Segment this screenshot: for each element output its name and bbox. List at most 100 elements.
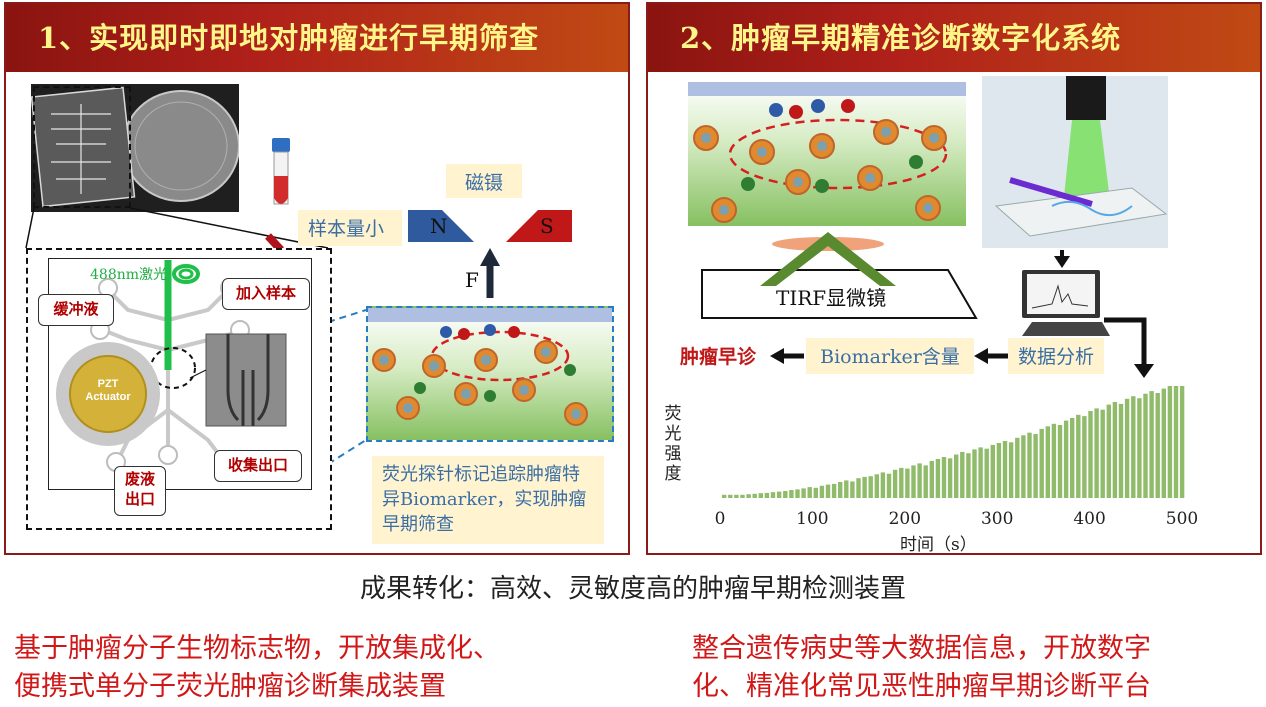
chart-bar	[789, 490, 794, 498]
pzt-line2: Actuator	[85, 391, 131, 403]
buffer-callout: 缓冲液	[38, 294, 114, 326]
x-tick-label: 100	[796, 509, 828, 529]
chart-bar	[746, 494, 751, 498]
chart-bar	[1063, 420, 1069, 498]
waste-line1: 废液	[124, 470, 155, 488]
chart-bar	[947, 458, 953, 498]
chart-bar	[1070, 418, 1075, 498]
chart-bar	[1112, 402, 1118, 498]
panel-early-screening: 1、实现即时即地对肿瘤进行早期筛查	[4, 2, 630, 555]
biomarker-content-label: Biomarker含量	[806, 338, 974, 374]
chart-bar	[990, 444, 995, 498]
chart-bar	[972, 449, 977, 498]
chart-bar	[1057, 425, 1063, 498]
waste-outlet-callout: 废液 出口	[114, 466, 166, 516]
chart-bar	[1045, 426, 1050, 498]
x-tick-label: 200	[889, 509, 921, 529]
chart-bar	[941, 457, 947, 498]
chart-bar	[850, 481, 855, 498]
panel2-title: 2、肿瘤早期精准诊断数字化系统	[648, 4, 1260, 72]
chart-bar	[831, 483, 837, 498]
chart-ylabel: 荧光强度	[664, 404, 682, 484]
chart-bar	[886, 473, 892, 498]
chart-bar	[978, 447, 983, 498]
magnet-poles	[408, 210, 572, 298]
pole-s: S	[540, 214, 554, 238]
x-tick-label: 300	[981, 509, 1013, 529]
chart-bar	[911, 465, 916, 498]
chart-bar	[1118, 403, 1124, 498]
chart-bar	[899, 467, 904, 498]
footer-left-line2: 便携式单分子荧光肿瘤诊断集成装置	[14, 671, 446, 702]
test-tube-icon	[272, 138, 290, 205]
chart-bar	[1173, 386, 1179, 498]
chart-bar	[929, 460, 934, 498]
chart-bar	[838, 482, 843, 498]
footer-left-line1: 基于肿瘤分子生物标志物，开放集成化、	[14, 633, 500, 664]
early-diagnosis-label: 肿瘤早诊	[666, 338, 770, 374]
panel1-title: 1、实现即时即地对肿瘤进行早期筛查	[6, 4, 628, 72]
pole-n: N	[430, 214, 448, 238]
chart-bar	[795, 489, 800, 498]
computer-monitor-icon	[1022, 270, 1110, 336]
chart-bar	[1167, 386, 1173, 498]
chart-bar	[960, 451, 965, 498]
force-label: F	[465, 268, 479, 292]
chart-bar	[1008, 442, 1014, 498]
fluorescence-chart: 0 100 200 300 400 500	[715, 386, 1198, 529]
chart-bar	[740, 494, 745, 498]
tirf-sample-view	[688, 82, 966, 226]
chart-bar	[825, 484, 831, 498]
chart-bar	[1015, 437, 1020, 498]
achievement-title: 成果转化：高效、灵敏度高的肿瘤早期检测装置	[359, 574, 906, 604]
chart-bar	[813, 487, 818, 498]
data-analysis-label: 数据分析	[1008, 338, 1104, 374]
chart-bar	[984, 448, 989, 498]
footer-right-line1: 整合遗传病史等大数据信息，开放数字	[692, 633, 1151, 664]
probe-description: 荧光探针标记追踪肿瘤特异Biomarker，实现肿瘤早期筛查	[372, 456, 604, 544]
chart-bar	[728, 494, 733, 498]
x-tick-label: 400	[1073, 509, 1105, 529]
chart-bar	[734, 494, 739, 498]
chart-bar	[874, 474, 879, 498]
chart-bar	[880, 472, 886, 498]
chart-bar	[752, 493, 757, 498]
chart-bar	[1100, 409, 1105, 498]
chart-bar	[996, 443, 1002, 498]
chart-bar	[935, 459, 941, 498]
chart-bar	[801, 488, 806, 498]
chart-bar	[770, 492, 776, 498]
tirf-microscope	[701, 232, 978, 319]
collect-outlet-callout: 收集出口	[214, 450, 302, 482]
x-tick-label: 500	[1166, 509, 1198, 529]
chart-bar	[1124, 398, 1130, 498]
chart-bar	[1161, 388, 1166, 498]
chart-bar	[1155, 393, 1160, 498]
chart-bar	[758, 493, 763, 498]
footer-right-text: 整合遗传病史等大数据信息，开放数字 化、精准化常见恶性肿瘤早期诊断平台	[692, 630, 1264, 706]
chart-bar	[966, 453, 971, 498]
footer-left-text: 基于肿瘤分子生物标志物，开放集成化、 便携式单分子荧光肿瘤诊断集成装置	[14, 630, 634, 706]
chart-bar	[1002, 441, 1008, 498]
chart-bar	[764, 492, 770, 498]
chart-bar	[1082, 416, 1087, 498]
footer-right-line2: 化、精准化常见恶性肿瘤早期诊断平台	[692, 671, 1151, 702]
chart-bar	[868, 476, 873, 498]
chart-bar	[1143, 393, 1148, 498]
chip-photo	[31, 84, 239, 212]
small-sample-label: 样本量小	[298, 210, 402, 246]
chart-bar	[1027, 432, 1032, 498]
chart-bar	[722, 494, 727, 498]
fluorescence-detail	[366, 306, 614, 442]
chart-bar	[917, 463, 922, 498]
chart-bar	[1149, 391, 1154, 498]
x-tick-label: 0	[715, 509, 726, 529]
chart-bar	[1021, 435, 1026, 498]
pzt-actuator-label: PZT Actuator	[74, 378, 142, 404]
flow-arrows	[770, 250, 1154, 378]
zoom-lines	[25, 207, 367, 465]
chart-xlabel: 时间（s）	[900, 535, 977, 555]
chart-bar	[1033, 434, 1038, 498]
chart-bar	[807, 487, 812, 498]
chart-bar	[844, 480, 849, 498]
